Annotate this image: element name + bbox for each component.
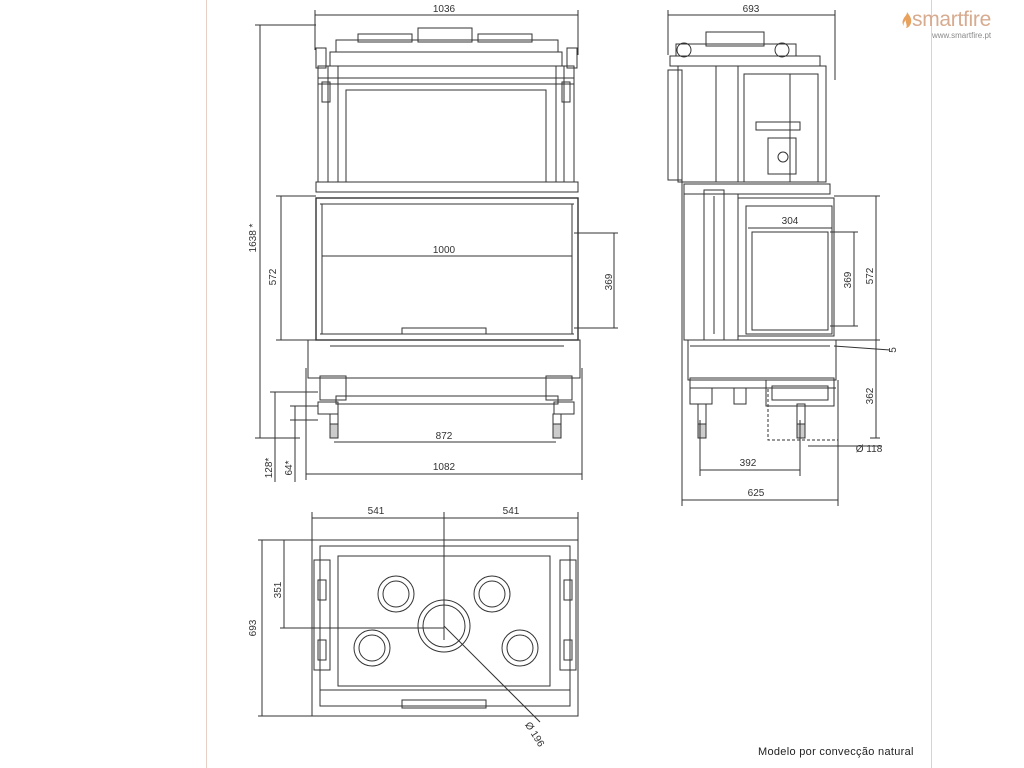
dim-side-glass-width: 304 bbox=[782, 216, 799, 227]
dim-top-flue-diameter: Ø 196 bbox=[522, 720, 546, 749]
right-margin-rule bbox=[931, 0, 932, 768]
dim-top-depth: 693 bbox=[248, 619, 259, 636]
dim-front-glass-width: 1000 bbox=[433, 245, 456, 256]
left-margin-rule bbox=[206, 0, 207, 768]
dim-side-duct-offset: 392 bbox=[740, 458, 757, 469]
dim-side-total-depth: 625 bbox=[748, 488, 765, 499]
dim-top-half-depth: 351 bbox=[273, 581, 284, 598]
dim-side-lower-height: 362 bbox=[865, 387, 876, 404]
dim-side-opening-height: 369 bbox=[843, 271, 854, 288]
brand-logo: smartfire www.smartfire.pt bbox=[902, 6, 1014, 40]
dim-front-feet-spacing: 872 bbox=[436, 431, 453, 442]
side-view bbox=[667, 10, 891, 506]
dim-side-glass-height: 572 bbox=[865, 267, 876, 284]
dim-top-half-left: 541 bbox=[368, 506, 385, 517]
dim-side-depth-top: 693 bbox=[743, 4, 760, 15]
dim-front-feet-height-b: 64* bbox=[284, 460, 295, 475]
model-caption: Modelo por convecção natural bbox=[758, 746, 914, 758]
dim-side-duct-diameter: Ø 118 bbox=[856, 444, 883, 455]
dim-top-half-right: 541 bbox=[503, 506, 520, 517]
dim-front-base-width: 1082 bbox=[433, 462, 456, 473]
dim-front-opening-height: 369 bbox=[604, 273, 615, 290]
dim-front-glass-height: 572 bbox=[268, 268, 279, 285]
dim-front-top-width: 1036 bbox=[433, 4, 456, 15]
dim-front-total-height: 1638 * bbox=[248, 223, 259, 252]
dim-front-feet-height-a: 128* bbox=[264, 458, 275, 479]
brand-name: smartfire bbox=[912, 8, 991, 31]
dim-side-offset: 5 bbox=[888, 347, 899, 353]
flame-icon bbox=[902, 12, 912, 28]
top-view bbox=[258, 512, 579, 723]
front-view bbox=[255, 10, 618, 482]
dimension-labels: 1036 1638 * 572 1000 369 872 1082 128* 6… bbox=[248, 4, 899, 750]
brand-url: www.smartfire.pt bbox=[932, 31, 992, 40]
